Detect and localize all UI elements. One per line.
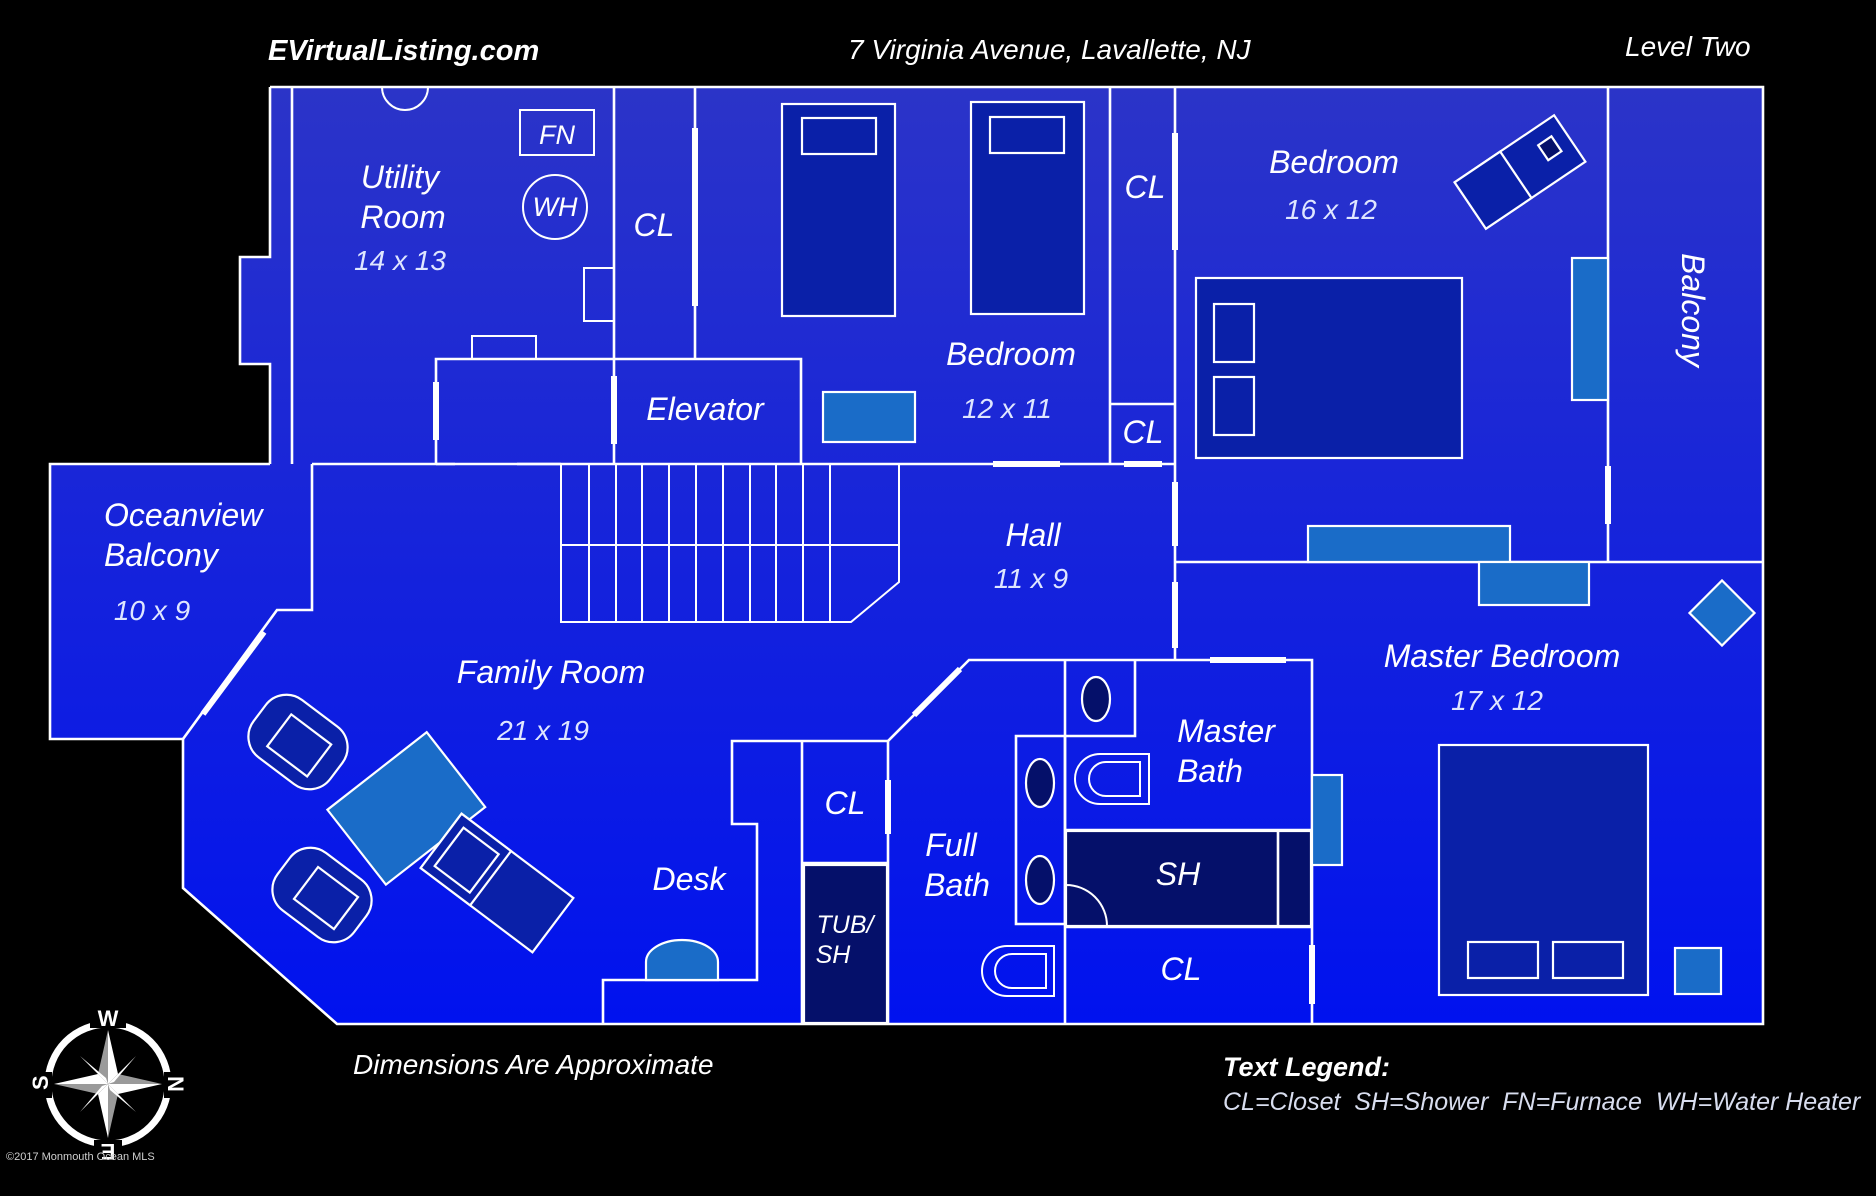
svg-text:S: S	[28, 1075, 53, 1090]
hall-label: Hall 11 x 9	[994, 517, 1068, 594]
plant-stand	[1687, 578, 1757, 648]
dimensions-note: Dimensions Are Approximate	[353, 1049, 714, 1080]
desk-chair	[644, 938, 720, 982]
family-room-label: Family Room 21 x 19	[457, 654, 645, 746]
sink	[1024, 854, 1056, 906]
tub-shower-label: TUB/ SH	[816, 911, 877, 969]
svg-text:12 x 11: 12 x 11	[962, 393, 1052, 424]
outer-wall-left-bump	[238, 87, 272, 464]
furnace-label: FN	[539, 120, 575, 150]
water-heater	[522, 174, 588, 240]
pillow	[1551, 940, 1625, 980]
svg-text:Utility: Utility	[361, 159, 441, 195]
copyright-label: ©2017 Monmouth Ocean MLS	[6, 1151, 155, 1163]
oceanview-balcony-label: Oceanview Balcony 10 x 9	[104, 497, 264, 626]
svg-text:Room: Room	[360, 199, 445, 235]
svg-text:10 x 9: 10 x 9	[114, 595, 190, 626]
svg-text:E: E	[101, 1139, 116, 1164]
svg-text:17 x 12: 17 x 12	[1451, 685, 1543, 716]
shower	[1064, 829, 1313, 928]
coffee-table	[325, 730, 487, 887]
nightstand	[1673, 946, 1723, 996]
svg-text:Bath: Bath	[924, 867, 990, 903]
svg-text:Master: Master	[1177, 713, 1276, 749]
master-bath-toilet-nook	[1065, 660, 1137, 738]
elevator-wall	[614, 357, 803, 464]
sink	[1024, 757, 1056, 809]
closet-label: CL	[825, 785, 866, 821]
svg-text:Full: Full	[925, 827, 977, 863]
furnace-box	[519, 109, 595, 156]
legend-text: CL=Closet SH=Shower FN=Furnace WH=Water …	[1223, 1088, 1862, 1116]
master-bedroom-label: Master Bedroom 17 x 12	[1384, 638, 1621, 716]
pillow	[988, 115, 1066, 155]
svg-text:Hall: Hall	[1005, 517, 1061, 553]
address-label: 7 Virginia Avenue, Lavallette, NJ	[848, 34, 1252, 65]
utility-room-label: Utility Room 14 x 13	[354, 159, 446, 276]
svg-text:Oceanview: Oceanview	[104, 497, 264, 533]
balcony-label: Balcony	[1675, 253, 1711, 369]
svg-text:14 x 13: 14 x 13	[354, 245, 446, 276]
dresser	[821, 390, 917, 444]
svg-text:Bedroom: Bedroom	[1269, 144, 1399, 180]
lounge-chair	[1453, 113, 1587, 231]
utility-arc	[381, 86, 429, 111]
svg-text:Bath: Bath	[1177, 753, 1243, 789]
pillow	[1212, 302, 1256, 364]
closet-label: CL	[1161, 951, 1202, 987]
balcony-door	[200, 630, 267, 716]
desk-label: Desk	[653, 861, 728, 897]
full-bath-label: Full Bath	[924, 827, 990, 903]
svg-text:W: W	[98, 1006, 119, 1031]
dresser	[1570, 256, 1610, 402]
svg-text:Family Room: Family Room	[457, 654, 645, 690]
pillow	[1212, 375, 1256, 437]
lounge-chair	[419, 812, 575, 954]
closet-label: CL	[634, 207, 675, 243]
tub-shower	[802, 863, 889, 1025]
toilet	[981, 945, 1055, 997]
bedroom-label: Bedroom 16 x 12	[1269, 144, 1399, 225]
utility-box	[583, 267, 615, 322]
master-dresser	[1310, 773, 1344, 867]
closet-label: CL	[1125, 169, 1166, 205]
armchair	[271, 846, 373, 944]
outer-wall	[48, 85, 1765, 1026]
svg-text:SH: SH	[816, 941, 852, 969]
compass-rose-icon: W N S E	[28, 1006, 188, 1164]
toilet	[1074, 753, 1150, 805]
shower-label: SH	[1156, 856, 1201, 892]
svg-text:Bedroom: Bedroom	[946, 336, 1076, 372]
closet-label: CL	[1123, 414, 1164, 450]
utility-sill	[471, 335, 537, 360]
shower-door-swing	[1065, 883, 1108, 927]
svg-text:N: N	[163, 1076, 188, 1092]
water-heater-label: WH	[533, 192, 578, 222]
svg-text:11 x 9: 11 x 9	[994, 563, 1068, 594]
pillow	[800, 116, 878, 156]
brand-label: EVirtualListing.com	[268, 35, 539, 67]
sink	[1080, 675, 1112, 723]
pillow	[1466, 940, 1540, 980]
master-bath-label: Master Bath	[1177, 713, 1276, 789]
desk-wall	[601, 739, 890, 1024]
svg-text:TUB/: TUB/	[817, 911, 877, 939]
staircase	[560, 464, 900, 623]
svg-text:Master Bedroom: Master Bedroom	[1384, 638, 1621, 674]
bath-door	[911, 666, 963, 718]
bedroom-label: Bedroom 12 x 11	[946, 336, 1076, 424]
svg-text:21 x 19: 21 x 19	[496, 715, 589, 746]
elevator-label: Elevator	[646, 391, 765, 427]
dresser	[1477, 560, 1591, 607]
legend-title: Text Legend:	[1223, 1052, 1390, 1082]
armchair	[247, 693, 349, 791]
svg-text:Balcony: Balcony	[104, 537, 220, 573]
svg-text:16 x 12: 16 x 12	[1285, 194, 1377, 225]
dresser	[1306, 524, 1512, 564]
level-label: Level Two	[1625, 31, 1751, 62]
